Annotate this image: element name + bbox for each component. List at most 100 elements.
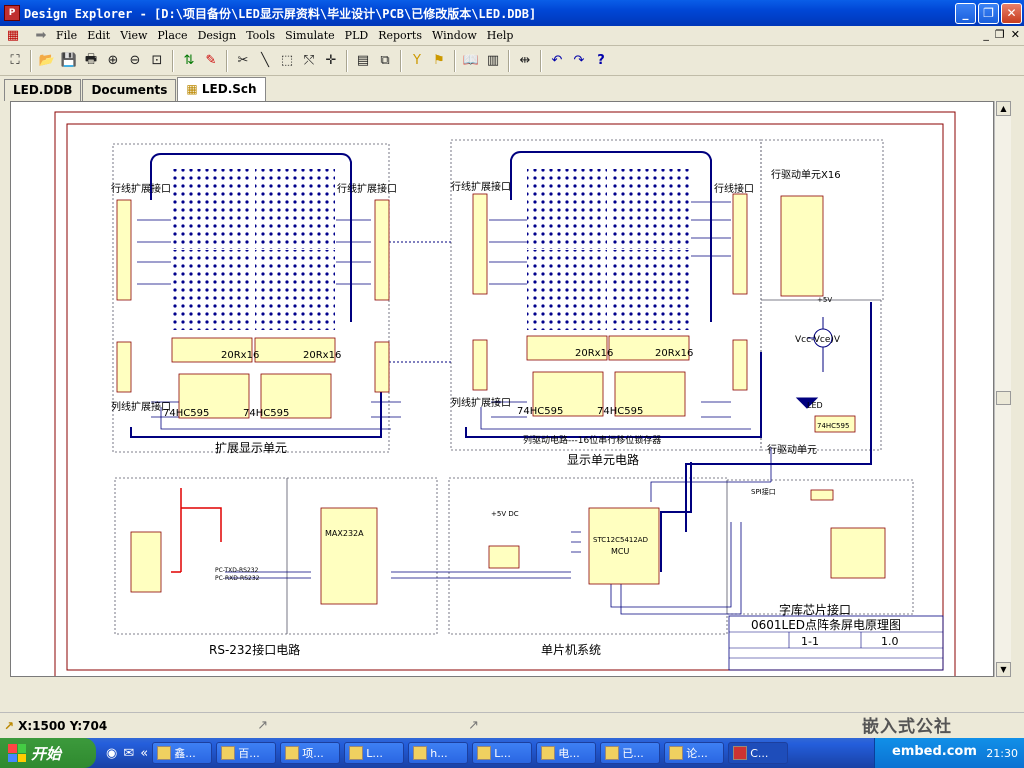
task-item-6[interactable]: L... [472,742,533,764]
yield-icon[interactable]: Y [413,53,421,68]
status-icon-2: ↗ [468,718,479,733]
label-expand-display: 扩展显示单元 [215,441,287,455]
label-col-driver: 列驱动电路---16位串行移位锁存器 [523,434,661,446]
mdi-close-icon[interactable]: ✕ [1010,28,1020,41]
menu-design[interactable]: Design [197,29,237,42]
label-font-chip: 字库芯片接口 [779,602,851,617]
quicklaunch-ie-icon[interactable]: ◉ [106,745,118,761]
watermark: 嵌入式公社 [862,717,952,737]
scroll-up-icon[interactable]: ▲ [996,101,1011,116]
pin-icon[interactable]: ⚑ [433,53,445,68]
toolbar: ⛶ 📂 💾 🖶 ⊕ ⊖ ⊡ ⇅ ✎ ✂ ╲ ⬚ ⤲ ✛ ▤ ⧉ Y ⚑ 📖 ▥ … [0,46,1024,76]
align-icon[interactable]: ⇹ [519,53,531,68]
menu-pld[interactable]: PLD [344,29,369,42]
led-matrix-display [527,169,689,330]
title-block [728,615,944,671]
menu-tools[interactable]: Tools [246,29,276,42]
zoom-in-icon[interactable]: ⊕ [107,53,119,68]
schematic-canvas[interactable]: 行线扩展接口 行线扩展接口 行线扩展接口 行线接口 列线扩展接口 列线扩展接口 … [10,101,994,677]
restore-button[interactable]: ❐ [978,3,999,24]
clock: 21:30 [986,746,1018,760]
close-button[interactable]: ✕ [1001,3,1022,24]
status-icon-1: ↗ [257,718,269,733]
menu-view[interactable]: View [120,29,148,42]
task-item-2[interactable]: 百... [216,742,277,764]
chart-icon[interactable]: ▥ [486,53,500,68]
title-bar[interactable]: P Design Explorer - [D:\项目备份\LED显示屏资料\毕业… [0,0,1024,26]
quicklaunch-extra-icon[interactable]: « [140,745,149,761]
task-icon [349,746,364,760]
task-icon [285,746,300,760]
select-icon[interactable]: ⬚ [280,53,294,68]
task-item-7[interactable]: 电... [536,742,597,764]
label-ic-1: 74HC595 [163,408,209,419]
task-icon [221,746,236,760]
task-item-5[interactable]: h... [408,742,469,764]
menu-reports[interactable]: Reports [378,29,422,42]
scroll-thumb[interactable] [996,391,1011,405]
windows-flag-icon [8,744,26,762]
zoom-out-icon[interactable]: ⊖ [129,53,141,68]
title-block-number: 1-1 [801,635,819,648]
task-item-9[interactable]: 论... [664,742,725,764]
app-menu-icon[interactable]: ▦ [6,28,20,43]
vertical-scrollbar[interactable]: ▲ ▼ [994,101,1011,677]
scroll-down-icon[interactable]: ▼ [996,662,1011,677]
menu-place[interactable]: Place [157,29,188,42]
menu-simulate[interactable]: Simulate [285,29,335,42]
cut-icon[interactable]: ✂ [237,53,249,68]
connector-headers [116,193,824,593]
open-icon[interactable]: 📂 [38,53,56,68]
transistor-led [795,317,833,409]
menu-help[interactable]: Help [486,29,514,42]
task-item-8[interactable]: 已... [600,742,661,764]
mdi-restore-icon[interactable]: ❐ [994,28,1005,41]
tab-led-sch[interactable]: ▦ LED.Sch [177,77,266,101]
sheet-inner-border [66,123,944,671]
menu-window[interactable]: Window [431,29,477,42]
mdi-minimize-icon[interactable]: _ [983,28,989,41]
minimize-button[interactable]: _ [955,3,976,24]
print-icon[interactable]: 🖶 [84,51,98,67]
start-button[interactable]: 开始 [0,738,96,768]
label-mcu-system: 单片机系统 [541,643,601,657]
zoom-area-icon[interactable]: ⊡ [151,53,163,68]
tab-documents[interactable]: Documents [82,79,177,101]
menu-edit[interactable]: Edit [87,29,111,42]
redo-icon[interactable]: ↷ [573,53,585,68]
book-icon[interactable]: 📖 [462,53,480,68]
label-row-driver-x16: 行驱动单元X16 [771,168,841,181]
tab-led-ddb[interactable]: LED.DDB [4,79,82,101]
task-item-10[interactable]: C... [728,742,789,764]
label-ic-3: 74HC595 [517,406,563,417]
up-down-icon[interactable]: ⇅ [183,53,195,68]
move-icon[interactable]: ✛ [325,53,337,68]
task-item-1[interactable]: 鑫... [152,742,213,764]
schematic-sheet[interactable]: 行线扩展接口 行线扩展接口 行线扩展接口 行线接口 列线扩展接口 列线扩展接口 … [11,102,994,677]
undo-icon[interactable]: ↶ [551,53,563,68]
task-item-3[interactable]: 项... [280,742,341,764]
quicklaunch-app-icon[interactable]: ✉ [123,745,135,761]
label-spi-interface: SPI接口 [751,487,776,496]
wire-icon[interactable]: ╲ [261,53,269,68]
label-power-formula: Vcc-Vce)V [795,335,841,345]
help-icon[interactable]: ? [597,53,605,68]
save-icon[interactable]: 💾 [60,53,78,68]
protel-icon[interactable]: P [4,5,20,21]
deselect-icon[interactable]: ⤲ [303,53,315,68]
browse-icon[interactable]: ⧉ [380,53,390,68]
label-row-expand-2: 行线扩展接口 [337,182,397,195]
hierarchy-icon[interactable]: ⛶ [10,53,20,68]
arrow-menu-icon[interactable]: ➡ [35,28,47,43]
signal-wires [137,201,772,615]
task-icon [733,746,748,760]
cross-probe-icon[interactable]: ✎ [205,53,217,68]
task-item-4[interactable]: L... [344,742,405,764]
library-icon[interactable]: ▤ [356,53,370,68]
label-max232: MAX232A [325,529,364,538]
title-block-title: 0601LED点阵条屏电原理图 [751,618,901,632]
menu-file[interactable]: File [56,29,78,42]
shift-registers [178,371,856,433]
resistor-networks [171,335,690,363]
label-row-port: 行线接口 [714,182,754,195]
